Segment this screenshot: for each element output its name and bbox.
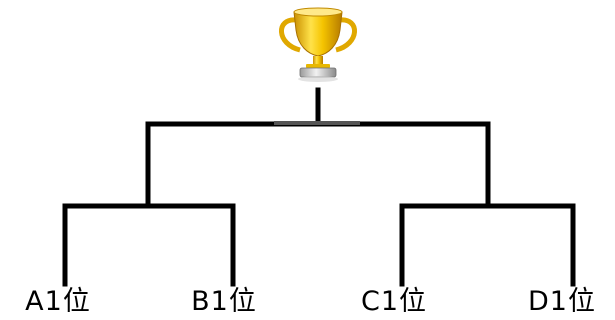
final-bar-highlight (274, 121, 360, 125)
team-label-a: A1位 (25, 286, 91, 317)
team-label-c: C1位 (360, 286, 428, 317)
bracket-lines (62, 87, 576, 287)
team-label-b: B1位 (191, 286, 257, 317)
trophy-icon (279, 7, 357, 82)
team-label-d: D1位 (528, 286, 596, 317)
